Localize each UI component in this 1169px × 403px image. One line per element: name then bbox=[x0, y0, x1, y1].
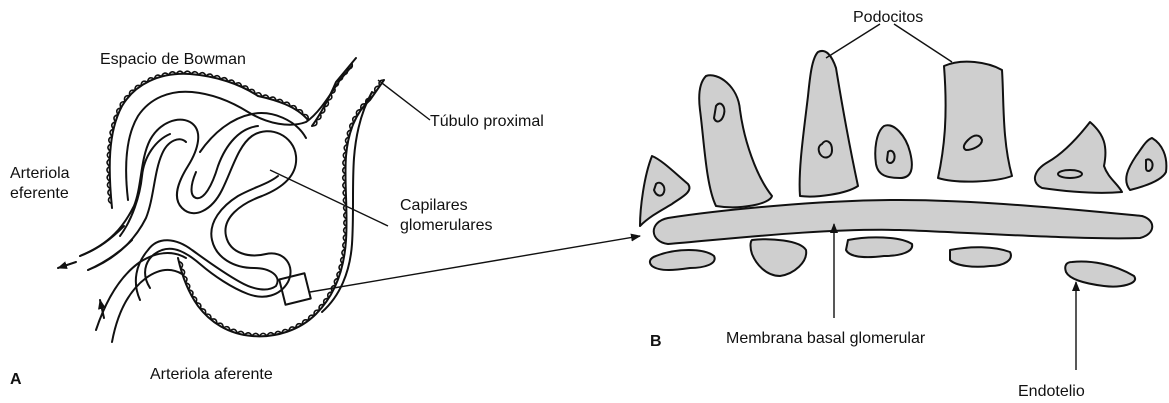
podocyte bbox=[938, 62, 1012, 182]
afferent-arteriole bbox=[96, 253, 186, 330]
panel-b-letter: B bbox=[650, 333, 662, 350]
panel-b-filtration-barrier bbox=[640, 24, 1166, 370]
proximal-tubule-leader bbox=[378, 80, 430, 120]
efferent-label-line2: eferente bbox=[10, 185, 69, 202]
podocyte bbox=[800, 51, 858, 197]
capillaries-label-line2: glomerulares bbox=[400, 217, 492, 234]
endothelium-label: Endotelio bbox=[1018, 383, 1085, 400]
capillary-loop-mid bbox=[200, 113, 306, 152]
bowman-capsule-inner bbox=[126, 66, 372, 312]
efferent-arrow bbox=[58, 262, 76, 268]
bowman-space-label: Espacio de Bowman bbox=[100, 51, 246, 68]
podocytes-label: Podocitos bbox=[853, 9, 923, 26]
podocyte bbox=[1035, 122, 1122, 193]
endothelial-cell bbox=[751, 239, 807, 276]
panel-a-glomerulus bbox=[58, 58, 640, 342]
endothelial-cell bbox=[846, 237, 912, 257]
podocyte bbox=[699, 75, 772, 207]
afferent-label: Arteriola aferente bbox=[150, 366, 273, 383]
capillaries-label-line1: Capilares bbox=[400, 197, 468, 214]
podocytes-pointer-left bbox=[826, 24, 880, 58]
efferent-arteriole-wall bbox=[88, 240, 132, 270]
endothelial-cell bbox=[650, 250, 715, 270]
capillaries-leader bbox=[270, 170, 388, 226]
proximal-tubule-label: Túbulo proximal bbox=[430, 113, 544, 130]
epithelium-scallop bbox=[107, 71, 308, 204]
panel-a-letter: A bbox=[10, 371, 22, 388]
efferent-label-line1: Arteriola bbox=[10, 165, 70, 182]
zoom-arrow bbox=[310, 236, 640, 292]
basement-membrane-label: Membrana basal glomerular bbox=[726, 330, 926, 347]
podocytes-pointer-right bbox=[894, 24, 952, 62]
endothelial-cell bbox=[950, 247, 1011, 267]
